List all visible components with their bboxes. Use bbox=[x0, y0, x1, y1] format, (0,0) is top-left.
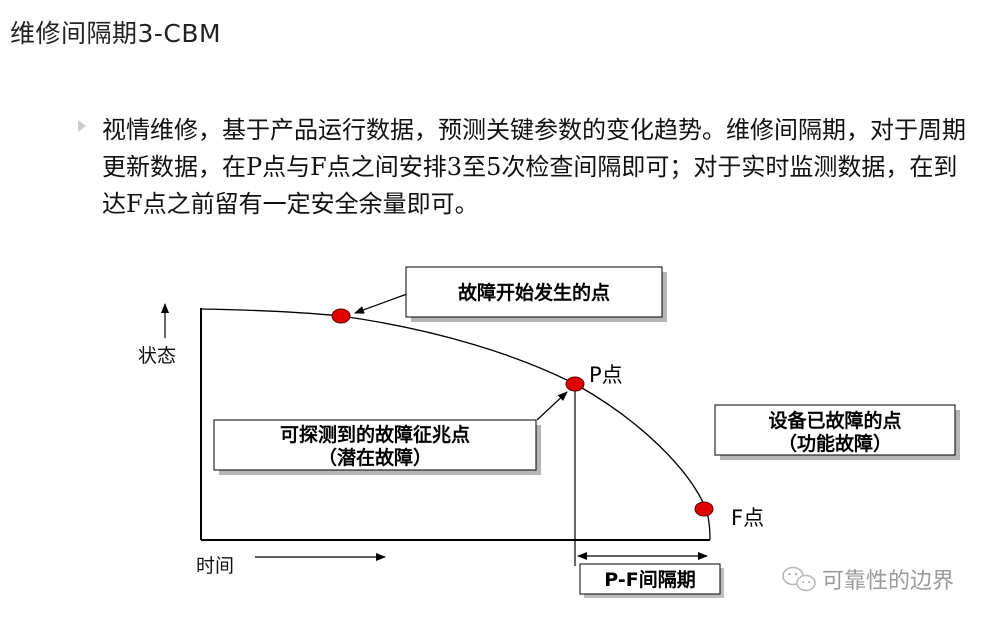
bullet-text: 视情维修，基于产品运行数据，预测关键参数的变化趋势。维修间隔期，对于周期更新数据… bbox=[102, 116, 966, 218]
callout-potential-line1: 可探测到的故障征兆点 bbox=[280, 423, 470, 446]
watermark-text: 可靠性的边界 bbox=[822, 569, 954, 594]
failure-start-point bbox=[331, 308, 351, 324]
bullet-item: 视情维修，基于产品运行数据，预测关键参数的变化趋势。维修间隔期，对于周期更新数据… bbox=[78, 112, 978, 223]
interval-label: P-F间隔期 bbox=[604, 569, 695, 591]
callout-arrow bbox=[354, 293, 408, 314]
f-point-label: F点 bbox=[731, 506, 764, 530]
p-point-label: P点 bbox=[589, 363, 623, 387]
p-point bbox=[565, 376, 585, 392]
y-axis-label: 状态 bbox=[138, 345, 176, 367]
callout-potential-line2: （潜在故障） bbox=[318, 446, 432, 469]
bullet-arrow-icon bbox=[78, 120, 86, 132]
wechat-icon bbox=[782, 566, 816, 592]
callout-functional-line1: 设备已故障的点 bbox=[768, 409, 901, 432]
page-title: 维修间隔期3-CBM bbox=[10, 19, 222, 48]
callout-failure-start-text: 故障开始发生的点 bbox=[458, 281, 610, 304]
x-axis-label: 时间 bbox=[196, 555, 234, 577]
callout-potential-box bbox=[213, 419, 537, 471]
callout-functional-box bbox=[714, 404, 956, 456]
callout-failure-start-box bbox=[405, 266, 663, 318]
f-point bbox=[694, 501, 714, 517]
callout-functional-line2: （功能故障） bbox=[778, 432, 892, 455]
callout-arrow bbox=[536, 391, 568, 421]
interval-box bbox=[579, 563, 721, 595]
